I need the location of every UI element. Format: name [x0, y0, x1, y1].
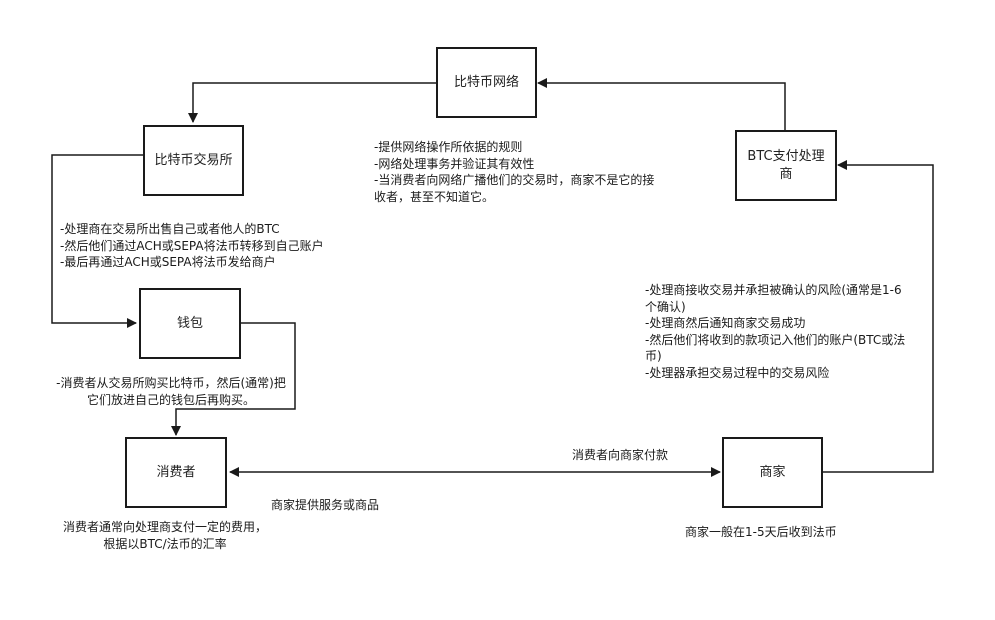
note-processor-steps: -处理商接收交易并承担被确认的风险(通常是1-6 个确认) -处理商然后通知商家… — [645, 283, 906, 380]
note-network-rules: -提供网络操作所依据的规则 -网络处理事务并验证其有效性 -当消费者向网络广播他… — [374, 140, 655, 204]
node-btc-processor: BTC支付处理 商 — [735, 130, 837, 201]
note-exchange-steps: -处理商在交易所出售自己或者他人的BTC -然后他们通过ACH或SEPA将法币转… — [60, 222, 324, 269]
label-consumer-pays: 消费者向商家付款 — [572, 448, 669, 462]
node-wallet: 钱包 — [139, 288, 241, 359]
note-merchant-fiat: 商家一般在1-5天后收到法币 — [685, 525, 837, 539]
label-merchant-provides: 商家提供服务或商品 — [271, 498, 380, 512]
node-exchange: 比特币交易所 — [143, 125, 244, 196]
note-consumer-fee: 消费者通常向处理商支付一定的费用， 根据以BTC/法币的汇率 — [62, 520, 267, 551]
node-merchant: 商家 — [722, 437, 823, 508]
edge-merchant-to-processor — [822, 160, 934, 473]
node-btc-network: 比特币网络 — [436, 47, 537, 118]
edge-processor-to-network — [537, 78, 786, 130]
note-consumer-buy: -消费者从交易所购买比特币，然后(通常)把 它们放进自己的钱包后再购买。 — [56, 376, 286, 407]
edge-exchange-to-wallet — [51, 154, 143, 328]
edge-wallet-to-consumer — [171, 322, 296, 436]
edge-network-to-exchange — [188, 82, 436, 123]
node-consumer: 消费者 — [125, 437, 227, 508]
